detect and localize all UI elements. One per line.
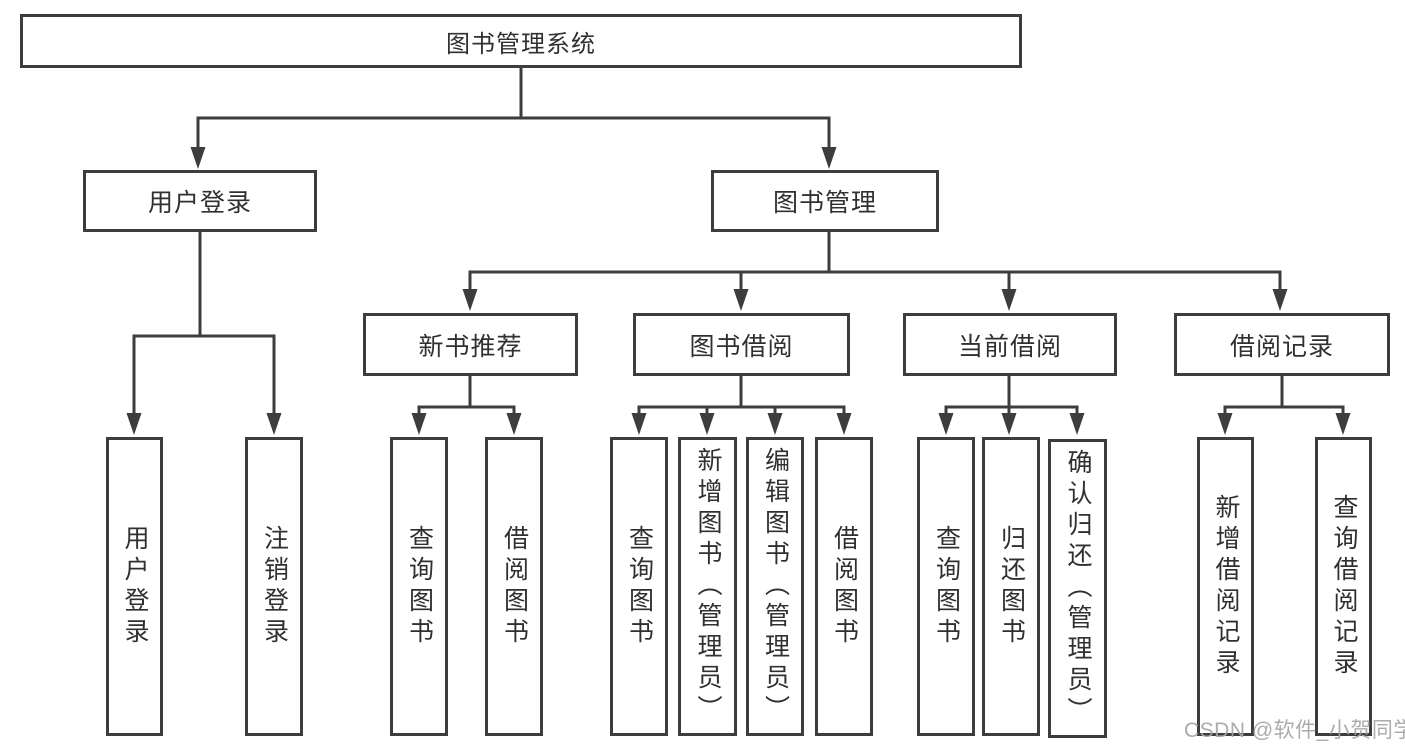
node-label: 查询借阅记录 (1330, 493, 1358, 680)
arrowhead-icon (1272, 289, 1288, 311)
watermark-text: CSDN @软件_小贺同学 (1184, 719, 1405, 742)
connector-new-book-rec (417, 376, 516, 417)
leaf-bb-borrow-book: 借阅图书 (815, 437, 873, 736)
connector-user-login (132, 232, 276, 417)
node-label: 借阅图书 (830, 524, 859, 649)
arrowhead-icon (190, 147, 206, 169)
node-label: 图书管理系统 (446, 30, 596, 58)
node-book-mgmt: 图书管理 (711, 170, 939, 232)
leaf-logout: 注销登录 (245, 437, 303, 736)
arrowhead-icon (733, 289, 749, 311)
arrowheads (126, 147, 1351, 435)
node-label: 查询图书 (625, 524, 654, 649)
arrowhead-icon (938, 413, 954, 435)
node-label: 编辑图书（管理员） (761, 447, 790, 726)
arrowhead-icon (836, 413, 852, 435)
connector-current-borrow (944, 376, 1079, 417)
arrowhead-icon (1001, 413, 1017, 435)
node-label: 归还图书 (997, 524, 1026, 649)
leaf-bb-edit-book: 编辑图书（管理员） (746, 437, 804, 736)
node-root: 图书管理系统 (20, 14, 1022, 68)
node-label: 新增借阅记录 (1212, 493, 1240, 680)
connector-book-borrow (637, 376, 846, 417)
node-book-borrow: 图书借阅 (633, 313, 850, 376)
arrowhead-icon (462, 289, 478, 311)
arrowhead-icon (631, 413, 647, 435)
node-new-book-rec: 新书推荐 (363, 313, 578, 376)
node-label: 借阅图书 (500, 524, 529, 649)
node-label: 图书管理 (772, 189, 877, 217)
arrowhead-icon (126, 413, 142, 435)
node-label: 注销登录 (260, 524, 289, 649)
node-label: 查询图书 (405, 524, 434, 649)
leaf-cb-query-book: 查询图书 (917, 437, 975, 736)
connector-root (196, 68, 831, 151)
leaf-bb-query-book: 查询图书 (610, 437, 668, 736)
arrowhead-icon (1217, 413, 1233, 435)
connector-lines (132, 68, 1345, 417)
arrowhead-icon (1069, 413, 1085, 435)
arrowhead-icon (266, 413, 282, 435)
node-current-borrow: 当前借阅 (903, 313, 1117, 376)
leaf-user-login: 用户登录 (106, 437, 163, 736)
node-borrow-record: 借阅记录 (1174, 313, 1390, 376)
arrowhead-icon (411, 413, 427, 435)
arrowhead-icon (506, 413, 522, 435)
connector-book-mgmt (468, 232, 1282, 293)
node-label: 当前借阅 (957, 332, 1062, 361)
leaf-cb-return-book: 归还图书 (982, 437, 1040, 736)
leaf-bb-add-book: 新增图书（管理员） (678, 437, 737, 736)
node-label: 新书推荐 (418, 332, 523, 361)
node-label: 借阅记录 (1229, 332, 1334, 361)
node-label: 确认归还（管理员） (1064, 449, 1092, 728)
connector-borrow-record (1223, 376, 1345, 417)
node-label: 用户登录 (121, 524, 149, 649)
leaf-nb-borrow-book: 借阅图书 (485, 437, 543, 736)
arrowhead-icon (699, 413, 715, 435)
arrowhead-icon (821, 147, 837, 169)
leaf-cb-confirm-return: 确认归还（管理员） (1048, 439, 1107, 738)
node-label: 用户登录 (147, 189, 252, 217)
node-label: 图书借阅 (689, 332, 794, 361)
leaf-br-add-record: 新增借阅记录 (1197, 437, 1254, 736)
leaf-br-query-record: 查询借阅记录 (1315, 437, 1372, 736)
node-user-login: 用户登录 (83, 170, 317, 232)
node-label: 新增图书（管理员） (694, 447, 722, 726)
arrowhead-icon (1335, 413, 1351, 435)
arrowhead-icon (767, 413, 783, 435)
leaf-nb-query-book: 查询图书 (390, 437, 448, 736)
arrowhead-icon (1001, 289, 1017, 311)
node-label: 查询图书 (932, 524, 961, 649)
